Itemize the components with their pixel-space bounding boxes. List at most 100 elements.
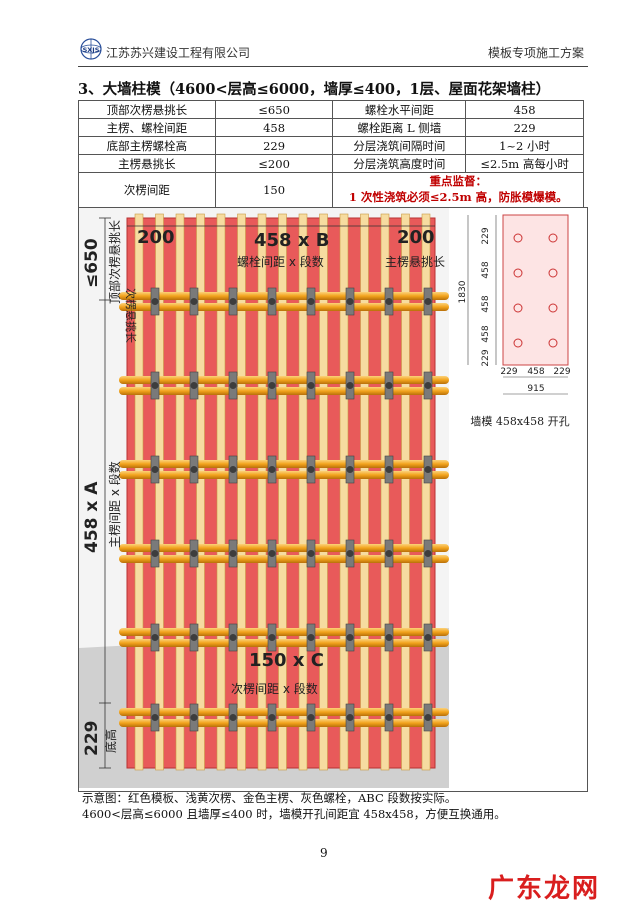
alert-title: 重点监督： [429, 174, 487, 188]
bolt-nut [346, 466, 354, 473]
bolt-nut [190, 466, 198, 473]
main-beam-tube [119, 628, 449, 636]
table-cell: ≤650 [214, 100, 334, 119]
main-beam-tube [119, 544, 449, 552]
main-beam-tube [119, 555, 449, 563]
bolt-nut [268, 382, 276, 389]
bolt-nut [229, 382, 237, 389]
bolt-nut [424, 550, 432, 557]
bolt-nut [346, 382, 354, 389]
watermark: 广东龙网 [488, 874, 601, 904]
dim-top-mid-sub: 螺栓间距 x 段数 [237, 254, 324, 269]
caption-line-1: 示意图：红色模板、浅黄次楞、金色主楞、灰色螺栓，ABC 段数按实际。 [82, 791, 457, 805]
bolt-hole [548, 303, 558, 313]
bolt-hole [513, 303, 523, 313]
table-cell: 主楞悬挑长 [78, 154, 216, 173]
hole-caption: 墙模 458x458 开孔 [470, 414, 569, 428]
main-beam-tube [119, 460, 449, 468]
main-beam-tube [119, 708, 449, 716]
secondary-beam [401, 213, 410, 771]
page-header: SXJS 江苏苏兴建设工程有限公司 模板专项施工方案 [78, 38, 588, 67]
v-label: 229 [481, 227, 491, 244]
main-beam-tube [119, 719, 449, 727]
bolt-holes [513, 233, 558, 348]
bolt-nut [229, 466, 237, 473]
bolt-nut [385, 298, 393, 305]
page-number: 9 [320, 846, 328, 860]
secondary-beam [319, 213, 328, 771]
panel-outline [502, 214, 569, 366]
bolt-nut [151, 714, 159, 721]
bolt-nut [424, 466, 432, 473]
secondary-beam [216, 213, 226, 771]
table-cell: 顶部次楞悬挑长 [78, 100, 216, 119]
bolt-nut [346, 634, 354, 641]
v-label: 458 [481, 325, 491, 342]
bolt-nut [268, 466, 276, 473]
table-cell: 150 [214, 172, 334, 208]
bolt-nut [268, 714, 276, 721]
logo-text: SXJS [83, 46, 100, 54]
parameter-table: 顶部次楞悬挑长 ≤650 螺栓水平间距 458 主楞、螺栓间距 458 螺栓距离… [78, 100, 584, 208]
secondary-beam [278, 213, 287, 771]
table-cell: ≤200 [214, 154, 334, 173]
secondary-beams [134, 213, 431, 771]
caption-line-2: 4600<层高≤6000 且墙厚≤400 时，墙模开孔间距宜 458x458，方… [82, 807, 506, 821]
table-row: 次楞间距 150 重点监督： 1 次性浇筑必须≤2.5m 高，防胀模爆模。 [78, 172, 584, 208]
table-cell: ≤2.5m 高每小时 [465, 154, 584, 173]
dim-left-mid: 458 x A [82, 481, 102, 553]
bolt-nut [151, 382, 159, 389]
secondary-beam [257, 213, 267, 771]
table-cell: 次楞间距 [78, 172, 216, 208]
main-beam-tube [119, 376, 449, 384]
table-cell: 螺栓距离 L 侧墙 [332, 118, 467, 137]
company-name: 江苏苏兴建设工程有限公司 [106, 46, 251, 60]
dim-top-left: 200 [137, 227, 175, 248]
v-label: 458 [481, 295, 491, 312]
secondary-beam [380, 213, 390, 771]
table-cell: 分层浇筑间隔时间 [332, 136, 467, 155]
dim-top-mid: 458 x B [254, 230, 329, 251]
h-label: 458 [527, 367, 544, 377]
secondary-beam [175, 213, 185, 771]
bolt-nut [424, 634, 432, 641]
dimension-lines [99, 217, 435, 769]
dim-top-right-sub: 主楞悬挑长 [385, 254, 445, 269]
bolt-nut [268, 298, 276, 305]
secondary-beam [196, 213, 205, 771]
bolt-nut [151, 298, 159, 305]
bolt-hole [548, 233, 558, 243]
main-beams [119, 292, 449, 727]
secondary-beam [155, 213, 164, 771]
table-row: 主楞、螺栓间距 458 螺栓距离 L 侧墙 229 [78, 118, 584, 137]
h-label: 229 [553, 367, 570, 377]
bolt-nut [229, 714, 237, 721]
hole-layout-diagram: 229 458 458 458 229 1830 229 458 229 915… [458, 214, 571, 428]
h-label: 229 [500, 367, 517, 377]
bolt-nut [424, 714, 432, 721]
bolt-nut [190, 714, 198, 721]
dim-left-top-sub: 顶部次楞悬挑长 [107, 220, 122, 304]
main-beam-tube [119, 387, 449, 395]
secondary-beam [360, 213, 369, 771]
dim-bottom-mid-sub: 次楞间距 x 段数 [231, 681, 318, 696]
alert-cell: 重点监督： 1 次性浇筑必须≤2.5m 高，防胀模爆模。 [332, 172, 584, 208]
bolt-nut [385, 382, 393, 389]
table-cell: 458 [214, 118, 334, 137]
table-cell: 螺栓水平间距 [332, 100, 467, 119]
table-row: 主楞悬挑长 ≤200 分层浇筑高度时间 ≤2.5m 高每小时 [78, 154, 584, 173]
bolt-nut [385, 634, 393, 641]
dim-top-right: 200 [397, 227, 435, 248]
dim-left-mid-sub: 主楞间距 x 段数 [107, 461, 122, 548]
bolt-nut [346, 298, 354, 305]
table-cell: 主楞、螺栓间距 [78, 118, 216, 137]
secondary-beam [237, 213, 246, 771]
bolt-hole [513, 338, 523, 348]
bolt-nut [190, 550, 198, 557]
table-cell: 229 [214, 136, 334, 155]
dim-bottom-mid: 150 x C [249, 650, 324, 671]
section-title: 3、大墙柱模（4600<层高≤6000，墙厚≤400，1层、屋面花架墙柱） [78, 81, 551, 98]
bolt-nut [307, 550, 315, 557]
bolt-nut [190, 382, 198, 389]
table-cell: 分层浇筑高度时间 [332, 154, 467, 173]
